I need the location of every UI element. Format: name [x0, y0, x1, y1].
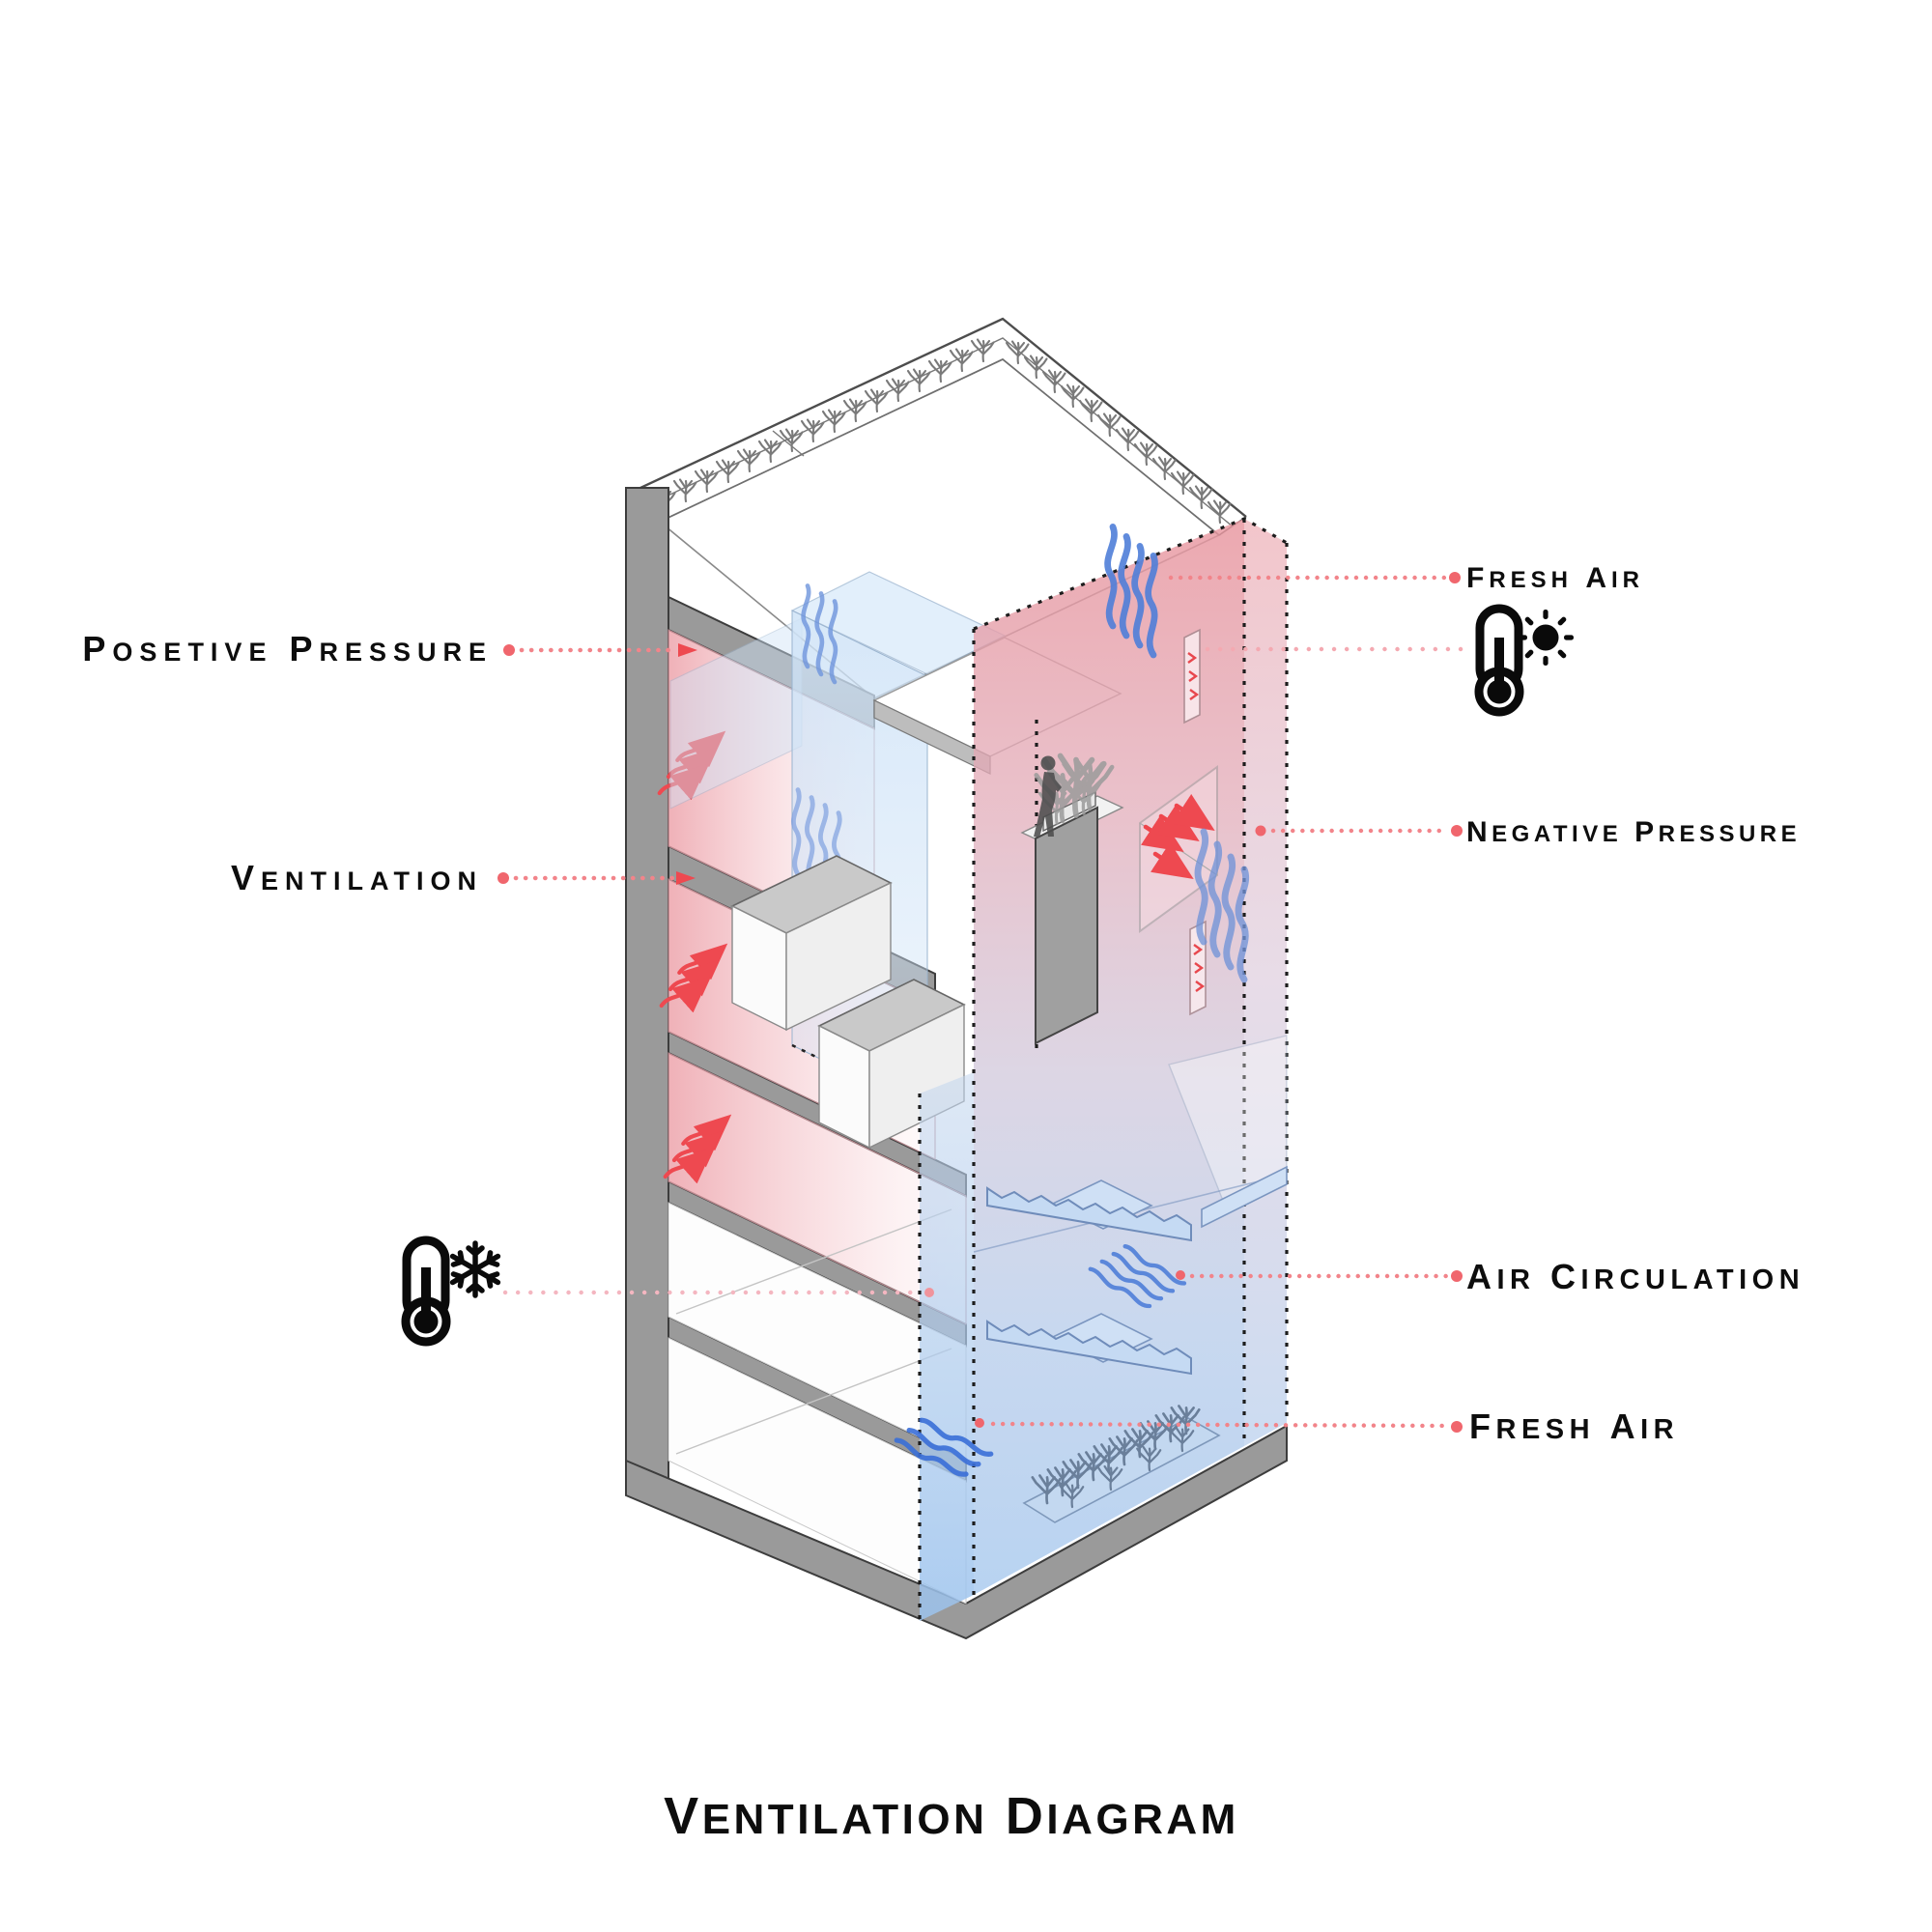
right-facade-wall — [918, 517, 1289, 1621]
facade-return-face — [1244, 519, 1287, 1446]
leader-ventilation — [497, 871, 696, 885]
label-fresh-air-bottom: FRESH AIR — [1469, 1406, 1679, 1446]
facade-gradient-face — [974, 519, 1244, 1595]
window-inflow-arrows — [1140, 793, 1215, 880]
snowflake-icon — [449, 1243, 501, 1295]
balcony-column — [1035, 806, 1098, 1045]
facade-slot-vent-upper — [1183, 628, 1201, 724]
leader-negative-pressure — [1255, 825, 1463, 837]
stair-circulation — [894, 1035, 1288, 1523]
balcony-scene — [1020, 755, 1124, 1045]
leader-positive-pressure — [503, 643, 697, 657]
label-fresh-air-top: FRESH AIR — [1466, 562, 1644, 594]
stair-flight-lower — [986, 1320, 1192, 1376]
label-air-circulation: AIR CIRCULATION — [1466, 1257, 1804, 1296]
section-frame — [625, 487, 1288, 1640]
cut-wall-left — [625, 487, 669, 1494]
thermometer-snowflake-icon — [401, 1236, 501, 1347]
air-circulation-zone — [920, 1072, 974, 1621]
diagram-title: VENTILATION DIAGRAM — [664, 1787, 1239, 1845]
sun-icon — [1518, 610, 1574, 666]
ventilation-shaft — [669, 571, 1007, 1113]
annotation-labels: POSETIVE PRESSURE VENTILATION FRESH AIR … — [82, 562, 1804, 1845]
leader-fresh-air-top — [1168, 572, 1461, 583]
facade-window — [1139, 765, 1218, 933]
facade-slot-vent-lower — [1189, 920, 1207, 1016]
leader-fresh-air-bottom — [975, 1418, 1463, 1433]
label-positive-pressure: POSETIVE PRESSURE — [82, 629, 493, 668]
leader-air-circulation — [1176, 1270, 1463, 1282]
thermometer-sun-icon — [1474, 604, 1574, 717]
leader-lines — [497, 572, 1473, 1433]
stair-flight-upper — [986, 1186, 1192, 1242]
person-silhouette — [1034, 755, 1062, 838]
label-negative-pressure: NEGATIVE PRESSURE — [1466, 816, 1801, 848]
ground-planter — [1022, 1405, 1221, 1523]
leader-cold-indicator — [502, 1288, 934, 1297]
label-ventilation: VENTILATION — [231, 858, 483, 897]
